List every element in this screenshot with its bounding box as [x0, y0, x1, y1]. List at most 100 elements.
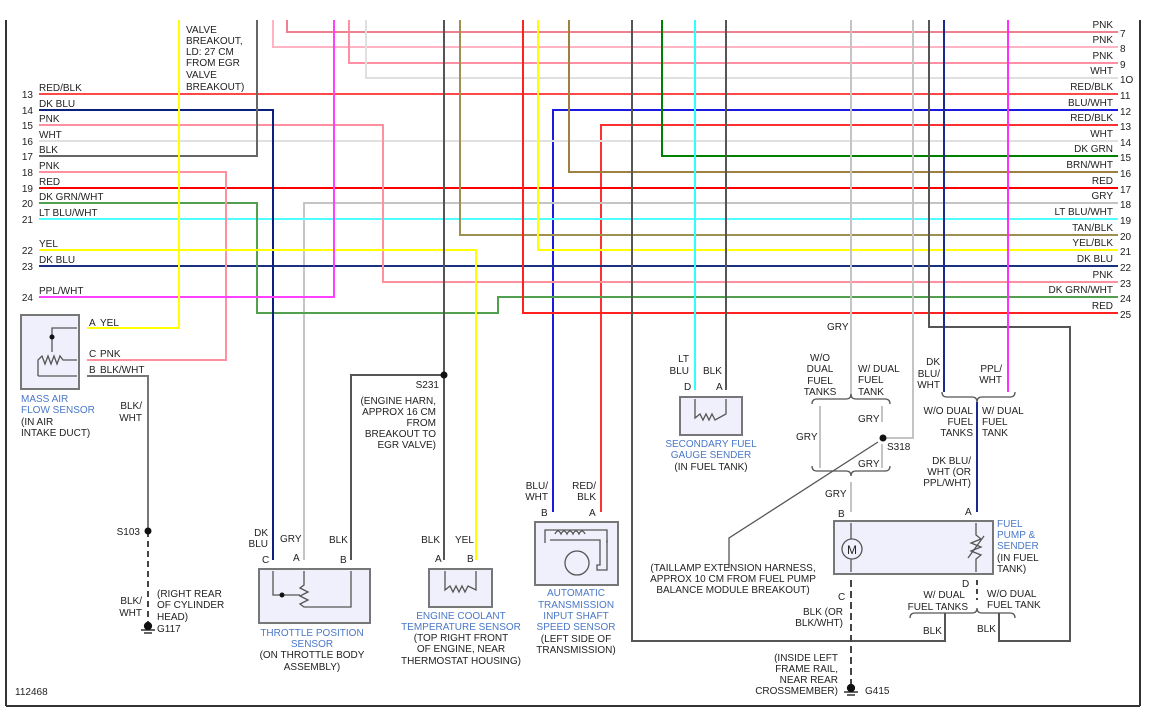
label: W/ DUAL	[858, 364, 900, 375]
motor-icon: M	[847, 543, 857, 557]
label: A	[965, 507, 972, 518]
cavity-number: 15	[22, 121, 34, 132]
wire-color-label: LT BLU/WHT	[1054, 207, 1113, 218]
label: BLK	[577, 492, 596, 503]
maf-ground-wire: WHT	[119, 413, 142, 424]
cavity-number: 18	[1120, 200, 1132, 211]
wire-bluwht-12	[552, 109, 1118, 512]
brace-pump-a	[941, 391, 1016, 403]
wire-color-label: WHT	[39, 130, 62, 141]
wire-dkgrn-15	[661, 20, 1118, 157]
maf-location: (IN AIR	[21, 417, 53, 428]
label: THROTTLE POSITION	[260, 628, 363, 639]
cavity-number: 17	[22, 152, 34, 163]
label: VALVE	[186, 25, 217, 36]
label: SENSOR	[291, 639, 333, 650]
label: BREAKOUT TO	[365, 429, 436, 440]
cavity-number: 14	[1120, 138, 1132, 149]
label: AUTOMATIC	[547, 588, 605, 599]
wire-pnk-7	[286, 20, 1118, 33]
pump-a-option-wo-dual: TANKS	[940, 428, 973, 439]
label: TANK	[858, 387, 884, 398]
label: TEMPERATURE SENSOR	[401, 622, 521, 633]
cavity-number: 19	[1120, 216, 1132, 227]
wires	[39, 20, 1118, 688]
cavity-number: 8	[1120, 44, 1126, 55]
cavity-number: 21	[1120, 247, 1132, 258]
s231-note: S231 (ENGINE HARN, APPROX 16 CM FROM BRE…	[360, 380, 439, 451]
wire-color-label: PNK	[1092, 35, 1113, 46]
pump-a-option-w-dual: W/ DUAL	[982, 406, 1024, 417]
wire-color-label: YEL/BLK	[1072, 238, 1113, 249]
wire-color-label: WHT	[1090, 129, 1113, 140]
wire-color-label: DK GRN	[1074, 144, 1113, 155]
label: LT	[678, 354, 689, 365]
maf-name: FLOW SENSOR	[21, 405, 95, 416]
cavity-number: 21	[22, 215, 34, 226]
label: YEL	[455, 535, 474, 546]
throttle-position-sensor: DK BLU GRY BLK C A B THROTTLE POSITION S…	[249, 528, 371, 673]
cavity-number: 25	[1120, 310, 1132, 321]
label: B	[838, 509, 845, 520]
wire-gry-18	[303, 202, 1118, 560]
wire-gry-w-dual	[886, 20, 914, 439]
label: BLK/WHT)	[795, 618, 843, 629]
wire-color-label: RED	[1092, 176, 1113, 187]
label: FUEL	[858, 375, 884, 386]
maf-wire-c: PNK	[100, 349, 121, 360]
wire-blk-w-dual	[631, 20, 946, 642]
label: TRANSMISSION)	[536, 645, 615, 656]
cavity-number: 1O	[1120, 75, 1134, 86]
connector-right-cavities: 7PNK8PNK9PNK1OWHT11RED/BLK12BLU/WHT13RED…	[1049, 20, 1134, 321]
label: OF ENGINE, NEAR	[417, 644, 505, 655]
brace-gry-top	[811, 393, 891, 405]
label: BLU	[670, 366, 689, 377]
label: TANK)	[997, 564, 1026, 575]
label: BLK	[421, 535, 440, 546]
cavity-number: 7	[1120, 29, 1126, 40]
label: S103	[117, 527, 141, 538]
cavity-number: 23	[22, 262, 34, 273]
label: ASSEMBLY)	[284, 662, 341, 673]
wire-color-label: BRN/WHT	[1066, 160, 1113, 171]
cavity-number: 24	[1120, 294, 1132, 305]
brace-gry-bottom	[811, 465, 891, 477]
label: TRANSMISSION	[538, 600, 614, 611]
label: B	[467, 554, 474, 565]
label: WHT (OR	[927, 467, 971, 478]
cavity-number: 23	[1120, 279, 1132, 290]
label: B	[340, 555, 347, 566]
wire-yel-maf	[87, 20, 180, 329]
label: BLU/	[526, 481, 548, 492]
label: GAUGE SENDER	[671, 450, 752, 461]
label: B	[541, 508, 548, 519]
ground-g117-icon	[141, 621, 155, 634]
mass-air-flow-sensor: A YEL C PNK B BLK/WHT MASS AIR FLOW SENS…	[20, 314, 144, 439]
label: BALANCE MODULE BREAKOUT)	[656, 585, 809, 596]
label: W/O DUAL	[987, 589, 1037, 600]
label: S318	[887, 442, 911, 453]
splice-s318	[879, 434, 887, 442]
splice-s103	[144, 527, 152, 535]
cavity-number: 20	[1120, 232, 1132, 243]
label: (TAILLAMP EXTENSION HARNESS,	[650, 563, 815, 574]
label: FUEL	[997, 519, 1023, 530]
label: (TOP RIGHT FRONT	[414, 633, 508, 644]
pump-a-option-wo-dual: W/O DUAL	[924, 406, 974, 417]
wire-color-label: PNK	[1092, 20, 1113, 31]
label: FUEL TANK	[987, 600, 1041, 611]
cavity-number: 22	[1120, 263, 1132, 274]
label: PPL/WHT)	[923, 478, 971, 489]
wire-yel-22	[39, 249, 477, 560]
cavity-number: 19	[22, 184, 34, 195]
option-braces	[728, 391, 1016, 619]
label: OF CYLINDER	[157, 600, 224, 611]
wire-pnk-8	[272, 20, 1118, 48]
wire-color-label: PNK	[1092, 51, 1113, 62]
wire-tanblk-20	[459, 20, 1118, 236]
wire-wht-10	[365, 20, 1118, 79]
maf-pin-c: C	[89, 349, 96, 360]
wire-color-label: RED/BLK	[1070, 113, 1113, 124]
wire-color-label: BLK	[39, 145, 58, 156]
